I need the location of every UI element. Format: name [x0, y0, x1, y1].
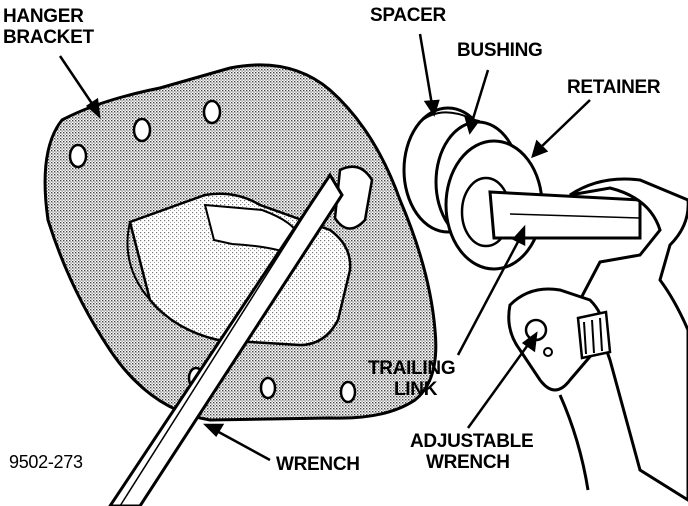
- hanger-bracket-label: HANGER BRACKET: [3, 6, 94, 48]
- adjustable-wrench-label: ADJUSTABLE WRENCH: [410, 431, 534, 473]
- wrench-label: WRENCH: [276, 454, 360, 475]
- bolt-shaft: [488, 190, 642, 240]
- trailing-link-label: TRAILING LINK: [368, 358, 456, 400]
- spacer-label: SPACER: [370, 5, 446, 26]
- hanger-bracket-plate: [43, 63, 438, 422]
- retainer-label: RETAINER: [567, 77, 661, 98]
- wrench-adjusting-screw: [576, 310, 612, 360]
- wrench-handle: [108, 172, 344, 506]
- leader-lines: [58, 33, 591, 462]
- adjustable-wrench-drawing: [507, 177, 688, 502]
- bushing-label: BUSHING: [457, 40, 543, 61]
- figure-id: 9502-273: [9, 452, 83, 472]
- trailing-link: [333, 165, 374, 230]
